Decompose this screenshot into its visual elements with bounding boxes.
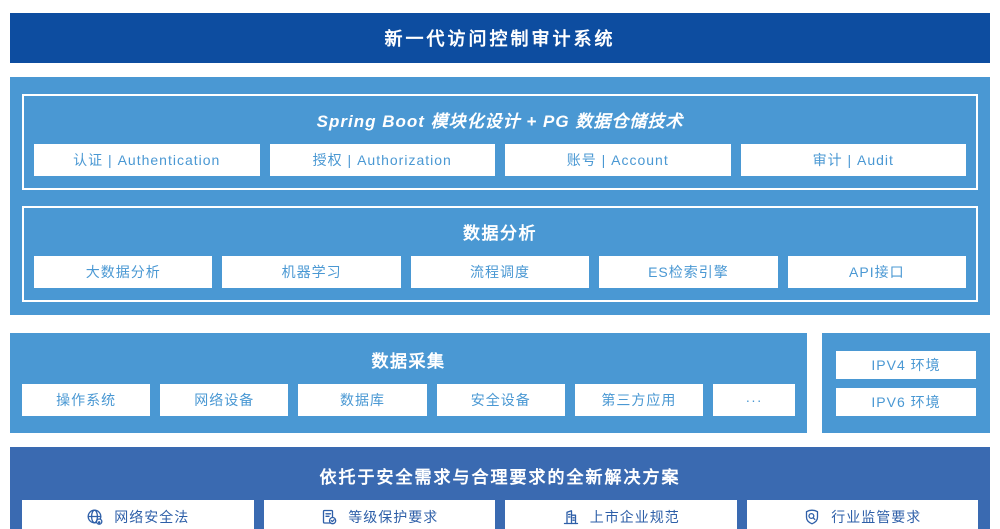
solution-box-listed-company: 上市企业规范 [505,500,737,529]
solution-box-label: 上市企业规范 [589,508,680,525]
env-box-ipv6: IPV6 环境 [836,387,976,416]
analysis-box-api: API接口 [787,256,967,288]
collection-row: 操作系统 网络设备 数据库 安全设备 第三方应用 ··· [22,384,796,416]
module-box-authentication: 认证 | Authentication [34,144,260,176]
modules-section: Spring Boot 模块化设计 + PG 数据仓储技术 认证 | Authe… [22,94,978,190]
shield-search-icon [803,508,821,526]
solution-box-protection-level: 等级保护要求 [263,500,495,529]
solution-title: 依托于安全需求与合理要求的全新解决方案 [319,468,681,487]
collection-box-os: 操作系统 [22,384,151,416]
solution-box-label: 行业监管要求 [831,508,922,525]
env-box-ipv4: IPV4 环境 [836,350,976,379]
title-banner: 新一代访问控制审计系统 [10,13,990,63]
globe-icon [86,508,104,526]
modules-section-title: Spring Boot 模块化设计 + PG 数据仓储技术 [316,112,684,131]
collection-box-thirdparty: 第三方应用 [574,384,704,416]
modules-row: 认证 | Authentication 授权 | Authorization 账… [34,144,966,176]
document-check-icon [320,508,338,526]
solution-box-industry-regulation: 行业监管要求 [746,500,978,529]
environment-panel: IPV4 环境 IPV6 环境 [822,333,990,433]
analysis-box-workflow: 流程调度 [410,256,590,288]
collection-box-security: 安全设备 [436,384,565,416]
module-box-account: 账号 | Account [505,144,731,176]
collection-box-more: ··· [713,384,796,416]
module-box-authorization: 授权 | Authorization [269,144,495,176]
analysis-section: 数据分析 大数据分析 机器学习 流程调度 ES检索引擎 API接口 [22,206,978,302]
platform-panel: Spring Boot 模块化设计 + PG 数据仓储技术 认证 | Authe… [10,77,990,315]
analysis-box-es: ES检索引擎 [599,256,778,288]
middle-row: 数据采集 操作系统 网络设备 数据库 安全设备 第三方应用 ··· IPV4 环… [10,333,990,433]
collection-box-network: 网络设备 [160,384,289,416]
analysis-box-bigdata: 大数据分析 [34,256,213,288]
solution-box-label: 网络安全法 [114,508,190,525]
analysis-row: 大数据分析 机器学习 流程调度 ES检索引擎 API接口 [34,256,967,288]
collection-title: 数据采集 [371,352,446,371]
module-box-audit: 审计 | Audit [740,144,966,176]
solution-panel: 依托于安全需求与合理要求的全新解决方案 网络安全法 [10,447,990,529]
analysis-section-title: 数据分析 [463,224,537,243]
solution-row: 网络安全法 等级保护要求 [22,500,978,529]
solution-box-cybersecurity-law: 网络安全法 [22,500,254,529]
solution-box-label: 等级保护要求 [348,508,439,525]
building-icon [562,508,580,526]
collection-panel: 数据采集 操作系统 网络设备 数据库 安全设备 第三方应用 ··· [10,333,807,433]
analysis-box-ml: 机器学习 [222,256,401,288]
page-title: 新一代访问控制审计系统 [384,29,616,49]
collection-box-database: 数据库 [298,384,427,416]
